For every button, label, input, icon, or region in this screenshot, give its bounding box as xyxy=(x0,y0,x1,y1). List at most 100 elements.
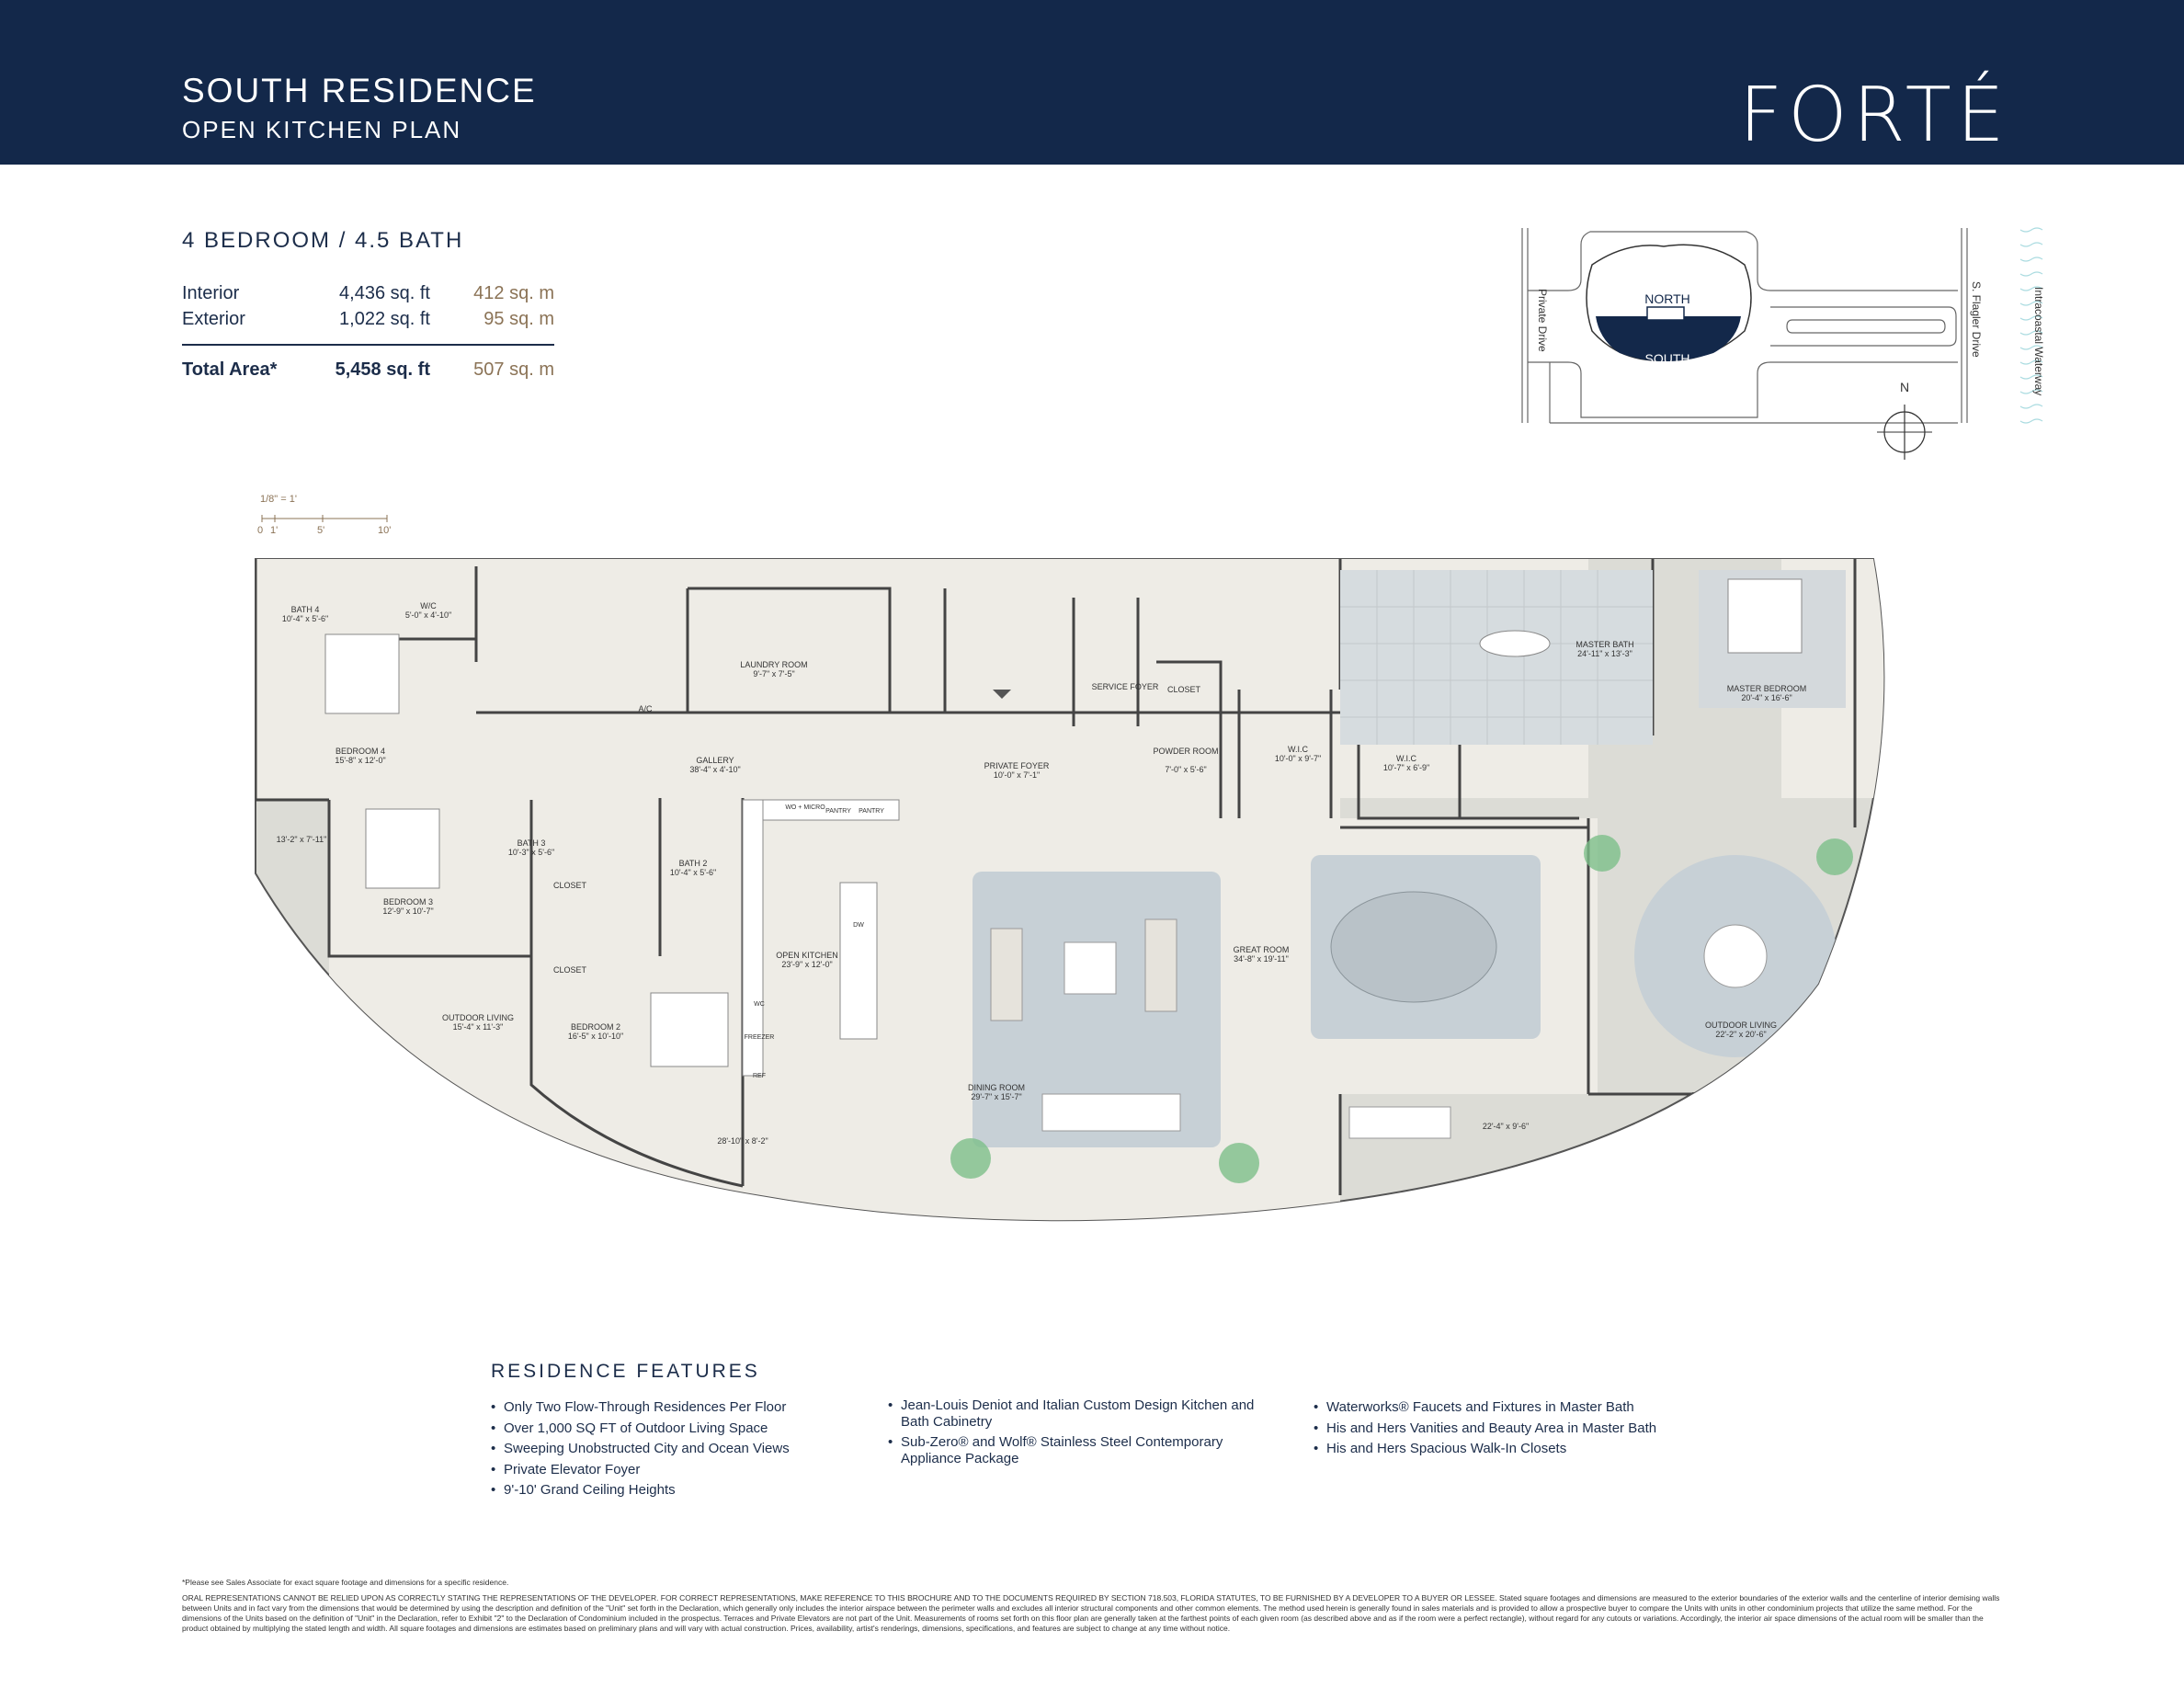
label-master-bath: MASTER BATH xyxy=(1575,640,1633,649)
interior-sqm: 412 sq. m xyxy=(473,283,554,303)
label-great-room: GREAT ROOM xyxy=(1234,945,1290,954)
label-wic4: W/C xyxy=(420,601,437,610)
exterior-label: Exterior xyxy=(182,309,245,329)
feature-item: His and Hers Spacious Walk-In Closets xyxy=(1314,1439,1773,1460)
dim-dining-room: 29'-7" x 15'-7" xyxy=(971,1092,1021,1101)
label-master-bedroom: MASTER BEDROOM xyxy=(1727,684,1807,693)
compass-north-label: N xyxy=(1900,380,1909,394)
flagler-drive-label: S. Flagler Drive xyxy=(1970,281,1983,358)
label-open-kitchen: OPEN KITCHEN xyxy=(776,951,838,960)
label-ac: A/C xyxy=(638,704,653,713)
bed2-icon xyxy=(650,992,729,1067)
scale-tick-5: 5' xyxy=(317,525,324,535)
scale-tick-10: 10' xyxy=(378,525,391,535)
features-title: RESIDENCE FEATURES xyxy=(491,1361,760,1382)
coffee-table-icon xyxy=(1064,941,1117,995)
label-dw: DW xyxy=(853,922,864,929)
dim-wic-b: 10'-7" x 6'-9" xyxy=(1383,763,1429,772)
dim-laundry: 9'-7" x 7'-5" xyxy=(753,669,794,679)
dim-wic-a: 10'-0" x 9'-7" xyxy=(1275,754,1321,763)
dim-bedroom2: 16'-5" x 10'-10" xyxy=(568,1032,623,1041)
dim-outdoor-west: 15'-4" x 11'-3" xyxy=(453,1022,504,1032)
private-drive-label: Private Drive xyxy=(1536,289,1549,352)
dim-great-room: 34'-8" x 19'-11" xyxy=(1234,954,1289,964)
dim-bedroom4: 15'-8" x 12'-0" xyxy=(335,756,385,765)
label-bath2: BATH 2 xyxy=(679,859,708,868)
label-bedroom3: BEDROOM 3 xyxy=(383,897,433,907)
feature-item: Waterworks® Faucets and Fixtures in Mast… xyxy=(1314,1397,1773,1419)
exterior-sqm: 95 sq. m xyxy=(483,309,554,329)
dim-bedroom3: 12'-9" x 10'-7" xyxy=(382,907,433,916)
dim-terrace-east: 22'-4" x 9'-6" xyxy=(1483,1122,1529,1131)
kitchen-wall-counter xyxy=(742,799,764,1077)
label-gallery: GALLERY xyxy=(696,756,734,765)
sofa-icon xyxy=(1144,918,1177,1012)
area-divider xyxy=(182,344,554,346)
bathtub-icon xyxy=(1479,630,1551,657)
dim-bath2: 10'-4" x 5'-6" xyxy=(670,868,716,877)
dim-bath4: 10'-4" x 5'-6" xyxy=(282,614,328,623)
page-subtitle: OPEN KITCHEN PLAN xyxy=(182,116,462,143)
label-wic-b: W.I.C xyxy=(1396,754,1416,763)
disclaimer-note: *Please see Sales Associate for exact sq… xyxy=(182,1578,509,1587)
plant-icon xyxy=(1219,1143,1259,1183)
dim-terrace-west: 13'-2" x 7'-11" xyxy=(277,835,327,844)
features-list-3: Waterworks® Faucets and Fixtures in Mast… xyxy=(1314,1397,1773,1460)
label-outdoor-east: OUTDOOR LIVING xyxy=(1705,1021,1777,1030)
brand-logo: FORTÉ xyxy=(1739,72,2010,159)
label-closet2: CLOSET xyxy=(553,965,587,975)
interior-sqft: 4,436 sq. ft xyxy=(339,283,430,303)
plant-icon xyxy=(1816,838,1853,875)
dining-table-icon xyxy=(1330,891,1497,1003)
feature-item: Private Elevator Foyer xyxy=(491,1460,877,1481)
label-pantry2: PANTRY xyxy=(859,808,884,815)
feature-item: Over 1,000 SQ FT of Outdoor Living Space xyxy=(491,1419,877,1440)
dim-private-foyer: 10'-0" x 7'-1" xyxy=(994,770,1040,780)
feature-item: Sub-Zero® and Wolf® Stainless Steel Cont… xyxy=(888,1434,1274,1467)
master-bed-icon xyxy=(1727,578,1803,654)
outdoor-dining-table-icon xyxy=(1348,1106,1451,1139)
label-bath4: BATH 4 xyxy=(291,605,320,614)
dim-open-kitchen: 23'-9" x 12'-0" xyxy=(781,960,832,969)
label-service-foyer: SERVICE FOYER xyxy=(1092,682,1159,691)
feature-item: His and Hers Vanities and Beauty Area in… xyxy=(1314,1419,1773,1440)
dim-terrace-south: 28'-10" x 8'-2" xyxy=(717,1136,768,1146)
bed3-icon xyxy=(365,808,440,889)
elevator-arrow-icon xyxy=(993,690,1011,699)
label-wc-kitchen: WC xyxy=(754,1001,765,1008)
feature-item: Jean-Louis Deniot and Italian Custom Des… xyxy=(888,1397,1274,1431)
label-bedroom4: BEDROOM 4 xyxy=(336,747,385,756)
feature-item: Sweeping Unobstructed City and Ocean Vie… xyxy=(491,1439,877,1460)
disclaimer-legal: ORAL REPRESENTATIONS CANNOT BE RELIED UP… xyxy=(182,1593,2000,1633)
scale-tick-1: 1' xyxy=(270,525,278,535)
scale-tick-0: 0 xyxy=(257,525,263,535)
feature-item: 9'-10' Grand Ceiling Heights xyxy=(491,1480,877,1501)
master-bath-floor xyxy=(1340,570,1653,745)
dim-bath3: 10'-3" x 5'-6" xyxy=(508,848,554,857)
scale-bar: 1/8" = 1' 0 1' 5' 10' xyxy=(257,494,391,535)
outdoor-table-icon xyxy=(1703,924,1768,988)
dim-wic4: 5'-0" x 4'-10" xyxy=(405,610,451,620)
kitchen-island xyxy=(839,882,878,1040)
label-bath3: BATH 3 xyxy=(518,838,546,848)
dim-powder: 7'-0" x 5'-6" xyxy=(1165,765,1206,774)
label-wd-micro: WO + MICRO xyxy=(785,804,825,811)
interior-label: Interior xyxy=(182,283,240,303)
feature-item: Only Two Flow-Through Residences Per Flo… xyxy=(491,1397,877,1419)
plant-icon xyxy=(1584,835,1621,872)
total-sqm: 507 sq. m xyxy=(473,359,554,380)
bed4-icon xyxy=(324,633,400,714)
console-table-icon xyxy=(1041,1093,1181,1132)
label-dining-room: DINING ROOM xyxy=(968,1083,1025,1092)
dim-master-bath: 24'-11" x 13'-3" xyxy=(1577,649,1632,658)
label-wic-a: W.I.C xyxy=(1288,745,1308,754)
total-sqft: 5,458 sq. ft xyxy=(335,359,430,380)
page-title: SOUTH RESIDENCE xyxy=(182,72,537,109)
disclaimer: *Please see Sales Associate for exact sq… xyxy=(182,1578,2004,1634)
floor-plan: BATH 4 10'-4" x 5'-6" W/C 5'-0" x 4'-10"… xyxy=(255,558,1885,1222)
plant-icon xyxy=(950,1138,991,1179)
dim-master-bedroom: 20'-4" x 16'-6" xyxy=(1741,693,1792,702)
label-closet-sf: CLOSET xyxy=(1167,685,1201,694)
scale-label: 1/8" = 1' xyxy=(260,494,297,505)
label-freezer: FREEZER xyxy=(745,1034,775,1041)
